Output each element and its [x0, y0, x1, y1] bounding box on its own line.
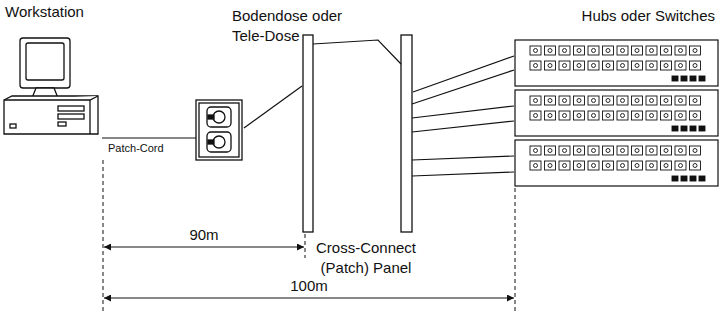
dimension-text: 100m [290, 276, 328, 296]
computer-symbol [4, 38, 98, 134]
wall-socket-node: Bodendose oder Tele-Dose [196, 98, 244, 162]
patch-wire [412, 70, 514, 176]
dimension-label: 100m [290, 276, 328, 296]
patch-panel-node: Cross-Connect (Patch) Panel [302, 34, 413, 234]
node-heading: Cross-Connect (Patch) Panel [306, 238, 426, 278]
switch-group-node: Hubs oder Switches [514, 38, 719, 188]
cable-label-text: Patch-Cord [108, 142, 164, 155]
switch-symbol [515, 40, 718, 186]
dimension-label: 90m [189, 225, 218, 245]
dimension-line [103, 160, 515, 312]
node-heading: Bodendose oder Tele-Dose [232, 6, 350, 46]
switch-port [530, 46, 705, 181]
node-heading: Workstation [5, 2, 115, 22]
node-heading: Hubs oder Switches [514, 6, 715, 26]
workstation-node: Workstation [2, 2, 102, 140]
cross-connect-wire [313, 40, 401, 64]
cable-connector [102, 137, 196, 138]
cable-label: Patch-Cord [108, 142, 164, 155]
cable-connector [244, 86, 302, 128]
dimension-text: 90m [189, 225, 218, 245]
cable-connector [413, 56, 514, 92]
wall-socket-symbol [196, 100, 242, 160]
patch-panel-bar [303, 35, 412, 232]
